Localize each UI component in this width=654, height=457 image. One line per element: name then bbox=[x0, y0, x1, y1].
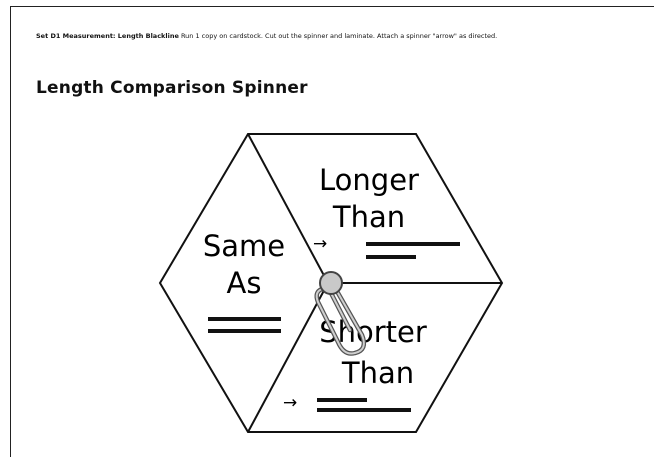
longer-short-bar bbox=[366, 255, 416, 259]
longer-long-bar bbox=[366, 242, 460, 246]
spinner-pivot bbox=[320, 272, 342, 294]
same-bar-bottom bbox=[208, 329, 281, 333]
longer-arrow-icon: → bbox=[313, 234, 327, 254]
same-label-line2: As bbox=[227, 266, 262, 300]
shorter-short-bar bbox=[317, 398, 367, 402]
longer-label-line2: Than bbox=[332, 200, 405, 234]
same-label-line1: Same bbox=[203, 229, 285, 263]
shorter-long-bar bbox=[317, 408, 411, 412]
same-bar-top bbox=[208, 317, 281, 321]
shorter-arrow-icon: → bbox=[283, 393, 297, 413]
longer-label-line1: Longer bbox=[319, 163, 419, 197]
shorter-label-line2: Than bbox=[341, 356, 414, 390]
